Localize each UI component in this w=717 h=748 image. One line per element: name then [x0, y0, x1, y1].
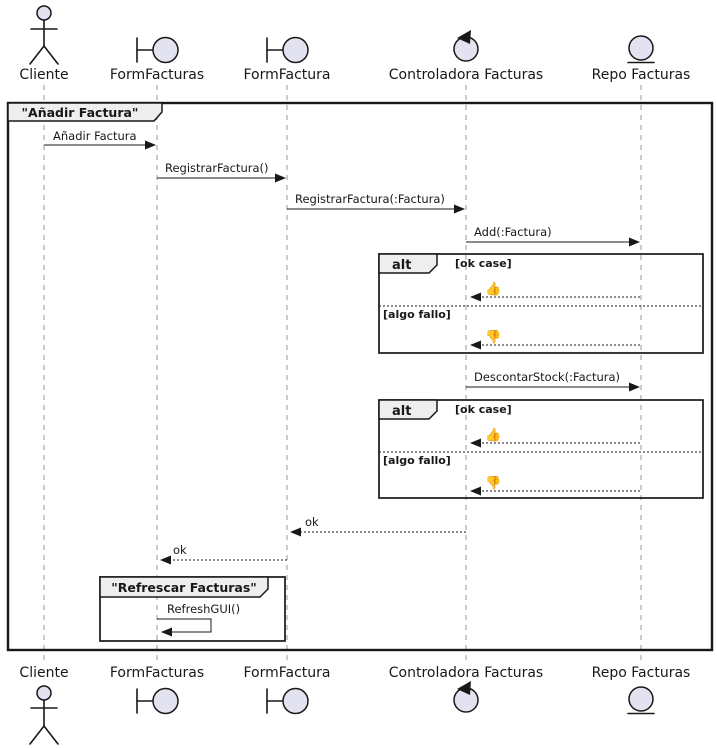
message-ok-1: ok: [290, 515, 466, 537]
boundary-icon: [136, 687, 179, 715]
participant-label: FormFacturas: [110, 67, 204, 83]
self-message-arrow: [157, 618, 212, 637]
participant-label: FormFactura: [243, 67, 330, 83]
message-anadir-factura: Añadir Factura: [44, 129, 156, 150]
frame-title-tab: [7, 102, 163, 122]
participant-label: Repo Facturas: [592, 67, 691, 83]
frame-title: "Añadir Factura": [22, 105, 139, 120]
message-label: RegistrarFactura(:Factura): [295, 192, 445, 206]
reply-thumbs-down: 👎: [485, 475, 501, 491]
frame-anadir-factura: "Añadir Factura": [6, 101, 714, 652]
participant-formfacturas-bottom: FormFacturas: [110, 665, 204, 715]
alt-operator-tab: [378, 253, 438, 274]
control-icon: [453, 30, 479, 62]
actor-icon: [29, 685, 59, 745]
boundary-icon: [266, 36, 309, 64]
message-registrar-factura: RegistrarFactura(): [157, 161, 286, 183]
message-add-factura: Add(:Factura): [466, 225, 640, 247]
participant-cliente-top: Cliente: [19, 5, 69, 83]
participant-label: Cliente: [19, 665, 68, 681]
frame-title: "Refrescar Facturas": [111, 580, 257, 595]
alt-guard-fail: [algo fallo]: [383, 454, 451, 467]
message-label: RegistrarFactura(): [165, 161, 269, 175]
boundary-icon: [136, 36, 179, 64]
participant-controladora-bottom: Controladora Facturas: [389, 665, 543, 713]
message-label: DescontarStock(:Factura): [474, 370, 620, 384]
alt-guard-fail: [algo fallo]: [383, 308, 451, 321]
alt-fragment-2: alt [ok case] 👍 [algo fallo] 👎: [378, 399, 704, 499]
participant-cliente-bottom: Cliente: [19, 665, 69, 745]
message-label: RefreshGUI(): [167, 602, 240, 616]
message-label: Add(:Factura): [474, 225, 552, 239]
reply-thumbs-down: 👎: [485, 329, 501, 345]
actor-icon: [29, 5, 59, 65]
alt-guard-ok: [ok case]: [455, 403, 512, 416]
message-registrar-factura-param: RegistrarFactura(:Factura): [287, 192, 465, 214]
participant-repo-bottom: Repo Facturas: [592, 665, 691, 715]
message-label: ok: [305, 515, 319, 529]
participant-formfactura-bottom: FormFactura: [243, 665, 331, 715]
reply-thumbs-up: 👍: [485, 427, 501, 443]
control-icon: [453, 681, 479, 713]
participant-formfacturas-top: FormFacturas: [110, 36, 204, 83]
entity-icon: [627, 35, 655, 64]
participant-label: FormFacturas: [110, 665, 204, 681]
entity-icon: [627, 686, 655, 715]
message-ok-2: ok: [160, 543, 287, 565]
alt-operator-tab: [378, 399, 438, 420]
participant-label: FormFactura: [243, 665, 330, 681]
frame-title-tab: [99, 576, 269, 598]
lifelines: [43, 85, 642, 662]
message-label: Añadir Factura: [53, 129, 137, 143]
alt-guard-ok: [ok case]: [455, 257, 512, 270]
reply-thumbs-up: 👍: [485, 281, 501, 297]
message-descontar-stock: DescontarStock(:Factura): [466, 370, 640, 392]
participant-label: Cliente: [19, 67, 68, 83]
frame-refrescar-facturas: "Refrescar Facturas" RefreshGUI(): [99, 576, 286, 642]
participant-repo-top: Repo Facturas: [592, 35, 691, 83]
participant-controladora-top: Controladora Facturas: [389, 30, 543, 83]
alt-operator: alt: [392, 258, 411, 273]
participant-label: Controladora Facturas: [389, 67, 543, 83]
participant-label: Repo Facturas: [592, 665, 691, 681]
alt-fragment-1: alt [ok case] 👍 [algo fallo] 👎: [378, 253, 704, 354]
alt-operator: alt: [392, 404, 411, 419]
participant-formfactura-top: FormFactura: [243, 36, 331, 83]
boundary-icon: [266, 687, 309, 715]
message-label: ok: [173, 543, 187, 557]
participant-label: Controladora Facturas: [389, 665, 543, 681]
